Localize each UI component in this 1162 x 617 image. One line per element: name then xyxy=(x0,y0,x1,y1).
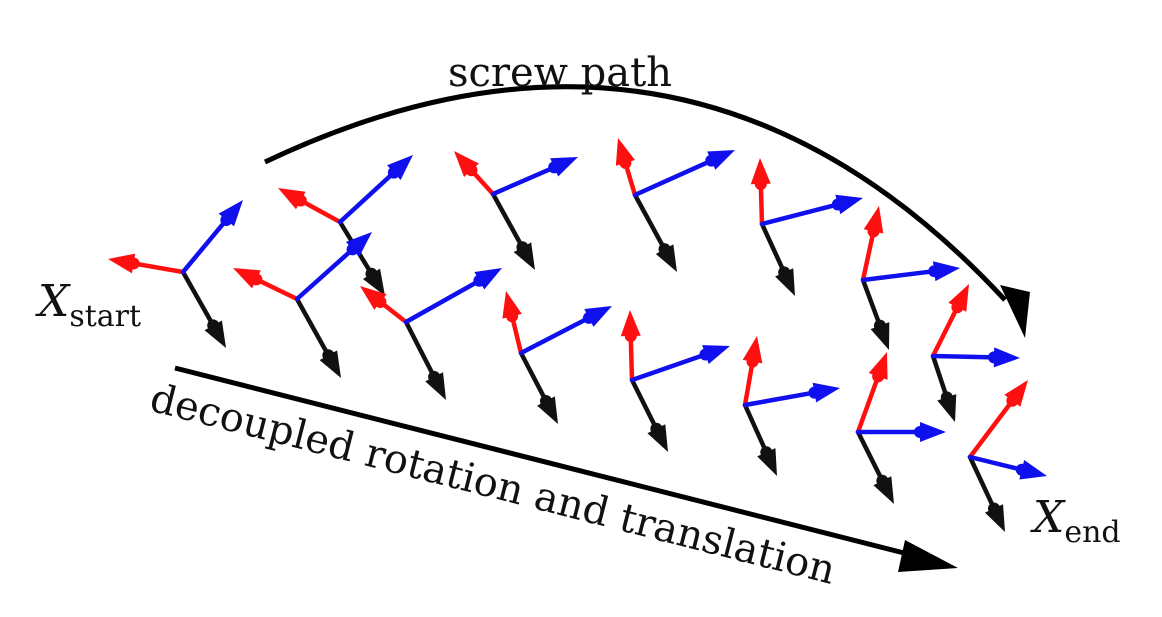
blue-axis-arrow xyxy=(759,194,863,227)
decoupled-frame-4 xyxy=(620,310,730,452)
blue-axis-arrow xyxy=(742,382,840,408)
black-axis-arrow xyxy=(860,277,890,350)
black-axis-arrow xyxy=(490,191,535,270)
blue-axis-arrow xyxy=(403,268,502,325)
red-axis-arrow xyxy=(108,253,186,275)
x-start-symbol: X xyxy=(35,276,71,327)
red-axis-arrow xyxy=(860,206,884,283)
x-start-subscript: start xyxy=(69,299,141,334)
screw-path-label: screw path xyxy=(448,50,672,96)
black-axis-arrow xyxy=(337,219,385,296)
black-axis-arrow xyxy=(632,192,677,272)
screw-frame-7 xyxy=(930,284,1020,422)
red-axis-arrow xyxy=(855,352,888,435)
blue-axis-arrow xyxy=(930,347,1020,368)
screw-frame-4 xyxy=(615,138,735,272)
x-end-symbol: X xyxy=(1030,492,1066,543)
blue-axis-arrow xyxy=(490,157,578,197)
x-start-label: Xstart xyxy=(35,276,141,334)
decoupled-frame-3 xyxy=(502,291,612,424)
black-axis-arrow xyxy=(742,402,777,476)
red-axis-arrow xyxy=(454,151,496,197)
black-axis-arrow xyxy=(180,269,226,348)
blue-axis-arrow xyxy=(629,345,730,383)
red-axis-arrow xyxy=(620,310,641,383)
black-axis-arrow xyxy=(967,454,1005,532)
red-axis-arrow xyxy=(233,268,300,302)
screw-frame-2 xyxy=(278,155,413,296)
decoupled-path-arrow xyxy=(174,365,958,572)
screw-frame-5 xyxy=(750,158,863,296)
screw-path-frames xyxy=(108,138,1020,422)
decoupled-frame-7 xyxy=(967,380,1047,532)
red-axis-arrow xyxy=(502,291,524,356)
blue-axis-arrow xyxy=(180,200,243,275)
black-axis-arrow xyxy=(518,350,558,424)
blue-axis-arrow xyxy=(518,306,612,356)
black-axis-arrow xyxy=(294,296,341,378)
screw-frame-1 xyxy=(108,200,243,348)
blue-axis-arrow xyxy=(294,232,372,302)
decoupled-path-label: decoupled rotation and translation xyxy=(146,375,841,594)
blue-axis-arrow xyxy=(967,454,1047,480)
decoupled-frame-5 xyxy=(742,336,840,476)
red-axis-arrow xyxy=(750,158,771,227)
screw-path-arrow xyxy=(263,84,1030,338)
x-end-subscript: end xyxy=(1064,515,1120,550)
screw-frame-6 xyxy=(860,206,960,350)
decoupled-path-frames xyxy=(233,232,1047,532)
decoupled-frame-2 xyxy=(360,268,502,400)
red-axis-arrow xyxy=(360,286,409,325)
black-axis-arrow xyxy=(855,429,894,504)
red-axis-arrow xyxy=(615,138,638,198)
x-end-label: Xend xyxy=(1030,492,1121,550)
blue-axis-arrow xyxy=(632,150,735,198)
red-axis-arrow xyxy=(930,284,969,359)
red-axis-arrow xyxy=(278,188,343,225)
red-axis-arrow xyxy=(742,336,763,408)
decoupled-frame-1 xyxy=(233,232,372,378)
black-axis-arrow xyxy=(629,377,668,452)
black-axis-arrow xyxy=(403,319,446,400)
black-axis-arrow xyxy=(930,353,957,422)
screw-frame-3 xyxy=(454,151,578,270)
blue-axis-arrow xyxy=(337,155,413,225)
blue-axis-arrow xyxy=(860,261,960,283)
black-axis-arrow xyxy=(759,221,795,296)
red-axis-arrow xyxy=(967,380,1028,460)
blue-axis-arrow xyxy=(855,422,946,442)
decoupled-frame-6 xyxy=(855,352,946,504)
